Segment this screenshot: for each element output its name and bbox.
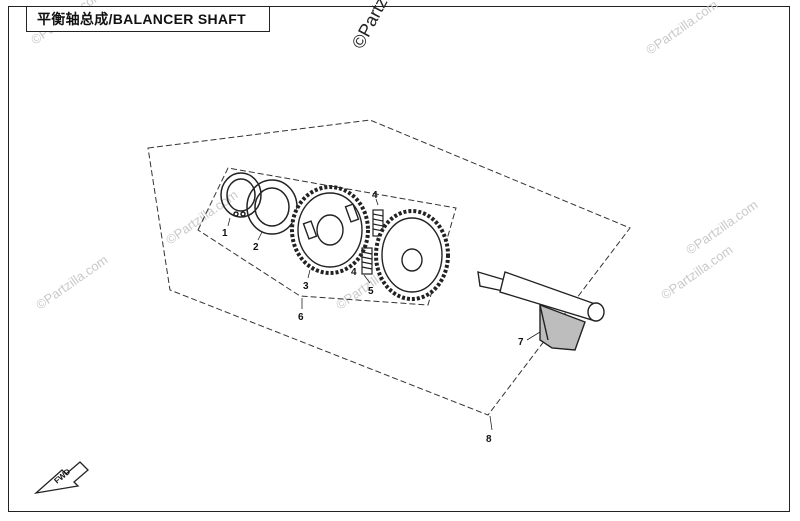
- callout-1: 1: [222, 228, 228, 239]
- watermark-3: ©Partzilla.com: [33, 252, 110, 312]
- callout-2: 2: [253, 242, 259, 253]
- balancer-shaft-part-7: [477, 271, 605, 351]
- spring-part-5-lower: [361, 247, 373, 275]
- watermark-7: ©Partzilla.com: [163, 187, 240, 247]
- circlip-part-1: [220, 172, 262, 218]
- spring-part-4-upper: [372, 209, 384, 237]
- callout-8: 8: [486, 434, 492, 445]
- washer-part-2: [246, 179, 298, 235]
- callout-3: 3: [303, 281, 309, 292]
- callout-4-lower: 4: [351, 267, 357, 278]
- callout-7: 7: [518, 337, 524, 348]
- watermark-2: ©Partzilla.com: [643, 0, 720, 57]
- callout-6: 6: [298, 312, 304, 323]
- leader-lines: [227, 198, 541, 431]
- watermark-main: ©Partzilla.com: [348, 0, 420, 52]
- gear-part-3: [290, 185, 370, 275]
- title-box: 平衡轴总成/BALANCER SHAFT: [26, 6, 270, 32]
- fwd-arrow-icon: FWD: [33, 461, 89, 495]
- gear-part-6: [374, 209, 450, 301]
- subassembly-boundary-6: [197, 167, 457, 306]
- diagram-frame: [8, 6, 790, 512]
- callout-4-upper: 4: [372, 190, 378, 201]
- callout-5: 5: [368, 286, 374, 297]
- page-title: 平衡轴总成/BALANCER SHAFT: [37, 11, 246, 27]
